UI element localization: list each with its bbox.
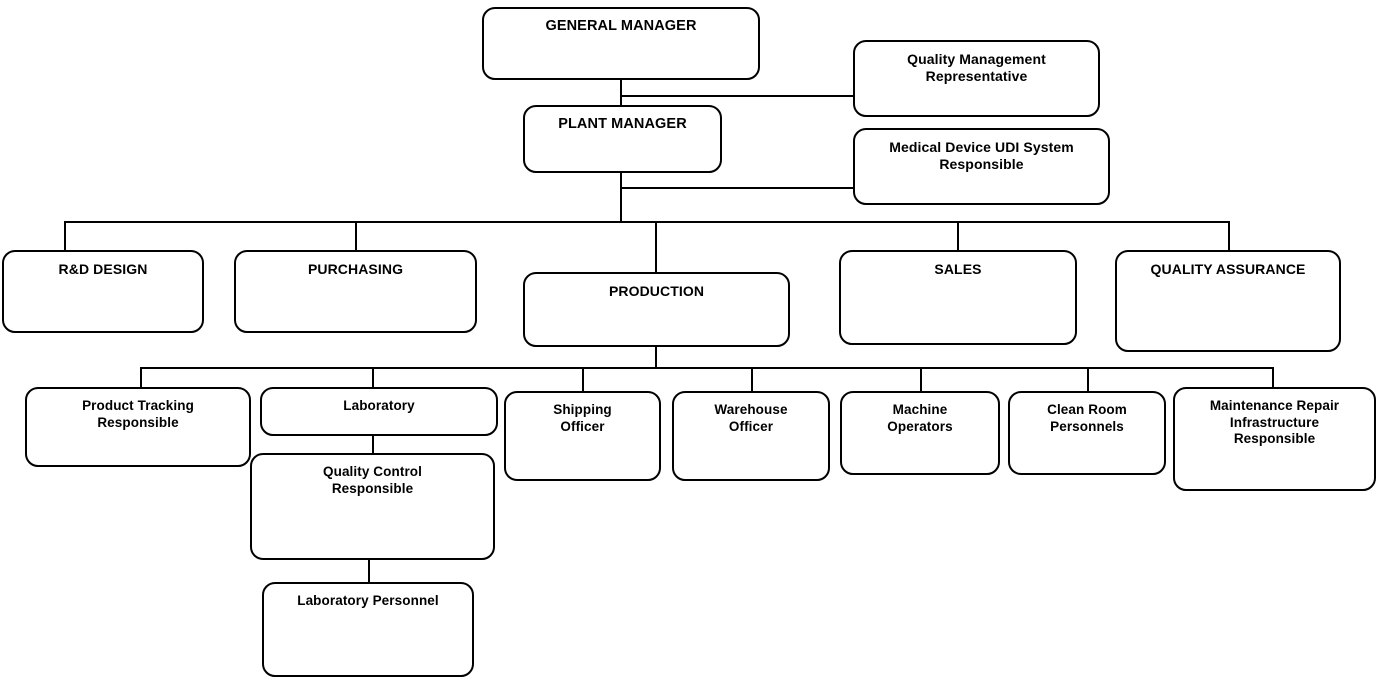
- node-label: Clean Room Personnels: [1047, 402, 1127, 434]
- node-label: Warehouse Officer: [714, 402, 788, 434]
- connector-production-stem: [655, 347, 657, 368]
- connector-bus-to-maintenance-repair: [1272, 367, 1274, 389]
- node-label: QUALITY ASSURANCE: [1150, 261, 1306, 277]
- node-warehouse-officer[interactable]: Warehouse Officer: [672, 391, 830, 481]
- node-plant-manager[interactable]: PLANT MANAGER: [523, 105, 722, 173]
- node-label: SALES: [934, 261, 982, 277]
- connector-bus-to-machine-operators: [920, 367, 922, 393]
- connector-bus-to-sales: [957, 221, 959, 252]
- connector-bus-to-rnd-design: [64, 221, 66, 252]
- node-maintenance-repair-infrastructure-responsible[interactable]: Maintenance Repair Infrastructure Respon…: [1173, 387, 1376, 491]
- connector-plant-manager-stem: [620, 173, 622, 222]
- node-laboratory-personnel[interactable]: Laboratory Personnel: [262, 582, 474, 677]
- node-label: PURCHASING: [307, 261, 404, 277]
- connector-bus-to-warehouse-officer: [751, 367, 753, 393]
- node-label: PLANT MANAGER: [558, 116, 687, 132]
- node-label: Laboratory: [343, 398, 415, 413]
- node-label: Laboratory Personnel: [297, 593, 439, 608]
- node-label: Shipping Officer: [553, 402, 612, 434]
- connector-bus-to-quality-assurance: [1228, 221, 1230, 252]
- node-medical-device-udi-system-responsible[interactable]: Medical Device UDI System Responsible: [853, 128, 1110, 205]
- connector-bus-to-clean-room-personnels: [1087, 367, 1089, 393]
- node-label: Medical Device UDI System Responsible: [889, 139, 1074, 173]
- bus-bar-level4: [140, 367, 1273, 369]
- node-label: Quality Control Responsible: [323, 464, 422, 496]
- node-quality-assurance[interactable]: QUALITY ASSURANCE: [1115, 250, 1341, 352]
- node-product-tracking-responsible[interactable]: Product Tracking Responsible: [25, 387, 251, 467]
- node-label: Product Tracking Responsible: [82, 398, 194, 430]
- node-shipping-officer[interactable]: Shipping Officer: [504, 391, 661, 481]
- node-label: R&D DESIGN: [58, 261, 148, 277]
- connector-quality-control-to-laboratory-personnel: [368, 560, 370, 584]
- node-quality-control-responsible[interactable]: Quality Control Responsible: [250, 453, 495, 560]
- connector-bus-to-product-tracking: [140, 367, 142, 389]
- connector-bus-to-production: [655, 221, 657, 274]
- node-label: GENERAL MANAGER: [545, 18, 697, 34]
- node-clean-room-personnels[interactable]: Clean Room Personnels: [1008, 391, 1166, 475]
- connector-bus-to-shipping-officer: [582, 367, 584, 393]
- node-label: PRODUCTION: [608, 283, 705, 299]
- node-quality-management-representative[interactable]: Quality Management Representative: [853, 40, 1100, 117]
- node-general-manager[interactable]: GENERAL MANAGER: [482, 7, 760, 80]
- node-sales[interactable]: SALES: [839, 250, 1077, 345]
- connector-gm-to-qmr: [621, 95, 854, 97]
- connector-plant-manager-to-udi: [621, 187, 854, 189]
- node-rnd-design[interactable]: R&D DESIGN: [2, 250, 204, 333]
- node-label: Maintenance Repair Infrastructure Respon…: [1209, 398, 1340, 447]
- connector-bus-to-purchasing: [355, 221, 357, 252]
- node-purchasing[interactable]: PURCHASING: [234, 250, 477, 333]
- connector-bus-to-laboratory: [372, 367, 374, 389]
- node-machine-operators[interactable]: Machine Operators: [840, 391, 1000, 475]
- node-production[interactable]: PRODUCTION: [523, 272, 790, 347]
- bus-bar-level3: [64, 221, 1230, 223]
- connector-gm-to-plant-manager: [620, 80, 622, 106]
- node-laboratory[interactable]: Laboratory: [260, 387, 498, 436]
- connector-laboratory-to-quality-control: [372, 436, 374, 455]
- node-label: Machine Operators: [887, 402, 953, 434]
- node-label: Quality Management Representative: [907, 51, 1046, 85]
